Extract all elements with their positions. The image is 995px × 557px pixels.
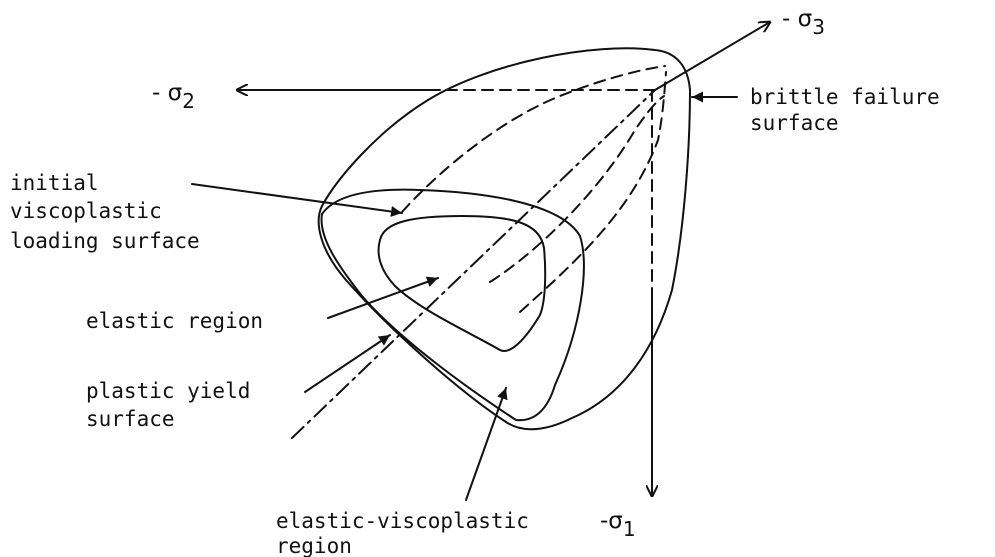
initial-viscoplastic-loading-surface	[320, 188, 585, 422]
sigma2-label: - σ2	[152, 80, 195, 113]
initial-label-line1: initial	[10, 171, 99, 195]
elastic-visco-label-line2: region	[276, 534, 352, 557]
brittle-failure-surface	[317, 47, 691, 431]
plastic-label-line2: surface	[86, 407, 175, 431]
elastic-leader	[327, 276, 439, 319]
elastic-visco-leader	[465, 387, 508, 501]
plastic-leader	[304, 334, 391, 393]
hydrostatic-axis	[291, 89, 656, 439]
initial-label-line3: loading surface	[10, 229, 200, 253]
elastic-visco-label-line1: elastic-viscoplastic	[276, 509, 529, 533]
sigma3-label: - σ3	[782, 6, 825, 39]
hidden-edge-mid	[489, 95, 665, 283]
initial-label-line2: viscoplastic	[10, 199, 162, 223]
sigma1-label: -σ1	[600, 508, 636, 541]
elastic-region-boundary	[377, 215, 547, 352]
plastic-label-line1: plastic yield	[86, 379, 250, 403]
brittle-label-line1: brittle failure	[750, 85, 940, 109]
sigma3-axis	[654, 22, 770, 91]
initial-leader	[191, 183, 403, 217]
brittle-label-line2: surface	[750, 111, 839, 135]
hidden-edge-top	[401, 65, 666, 213]
hidden-edge-right	[519, 71, 667, 313]
elastic-label: elastic region	[86, 309, 263, 333]
